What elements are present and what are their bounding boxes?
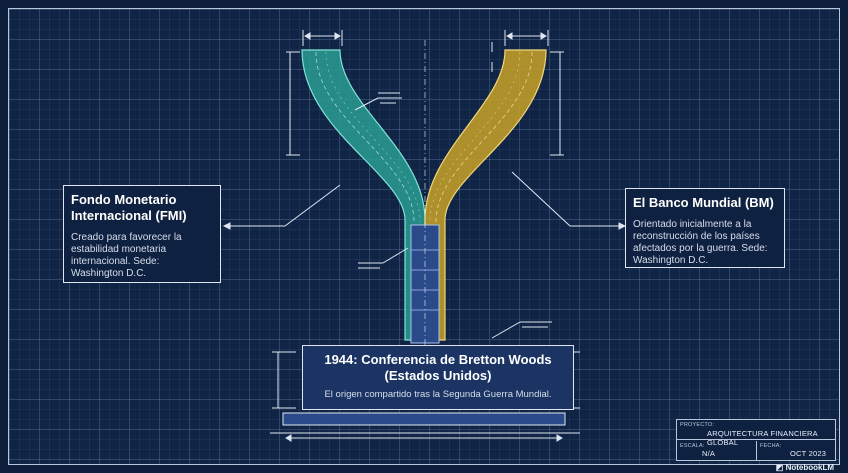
bm-callout: El Banco Mundial (BM) Orientado inicialm… bbox=[625, 188, 785, 268]
bretton-woods-base: 1944: Conferencia de Bretton Woods (Esta… bbox=[302, 345, 574, 410]
title-block: PROYECTO: ARQUITECTURA FINANCIERA GLOBAL… bbox=[676, 419, 836, 461]
bm-description: Orientado inicialmente a la reconstrucci… bbox=[633, 219, 768, 266]
date-label: FECHA: bbox=[760, 443, 782, 449]
date-cell: FECHA: OCT 2023 bbox=[757, 441, 837, 461]
fmi-branch bbox=[301, 49, 426, 341]
watermark-text: NotebookLM bbox=[785, 463, 834, 472]
bm-branch bbox=[424, 49, 547, 341]
notebooklm-watermark: ◩ NotebookLM bbox=[775, 463, 834, 472]
fmi-description: Creado para favorecer la estabilidad mon… bbox=[71, 232, 182, 279]
fmi-title: Fondo Monetario Internacional (FMI) bbox=[71, 192, 187, 223]
base-title: 1944: Conferencia de Bretton Woods (Esta… bbox=[324, 352, 552, 383]
scale-label: ESCALA: bbox=[680, 443, 705, 449]
scale-value: N/A bbox=[702, 449, 716, 458]
date-value: OCT 2023 bbox=[790, 449, 827, 458]
project-value: ARQUITECTURA FINANCIERA GLOBAL bbox=[707, 429, 818, 447]
scale-cell: ESCALA: N/A bbox=[677, 441, 757, 461]
base-description: El origen compartido tras la Segunda Gue… bbox=[324, 389, 552, 400]
bm-title: El Banco Mundial (BM) bbox=[633, 195, 774, 210]
project-cell: PROYECTO: ARQUITECTURA FINANCIERA GLOBAL bbox=[677, 420, 835, 447]
fmi-callout: Fondo Monetario Internacional (FMI) Crea… bbox=[63, 185, 221, 283]
plinth bbox=[282, 412, 566, 426]
project-label: PROYECTO: bbox=[680, 422, 715, 428]
